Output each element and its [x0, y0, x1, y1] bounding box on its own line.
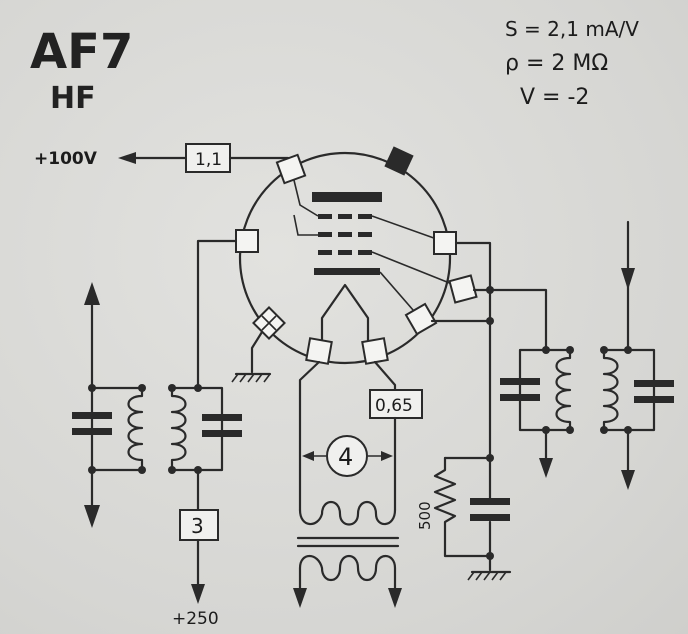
resistor-box-0-65 [369, 389, 423, 419]
coil-right-primary [555, 348, 572, 432]
cathode-capacitor-b [470, 514, 510, 521]
supply-plus100-label: +100V [34, 149, 98, 169]
spec-grid-voltage: V = -2 [520, 85, 589, 110]
heater-wire-left [298, 360, 321, 512]
tube-function: HF [50, 81, 96, 116]
suppressor-grid [318, 214, 372, 219]
transformer-core [296, 536, 400, 548]
resistor-500-label: 500 [416, 501, 434, 530]
arrow-down-icon-heater-a [293, 588, 307, 608]
pin-6 [361, 337, 389, 365]
capacitor-left2-b [202, 430, 242, 437]
resistor-box-3-label: 3 [191, 514, 204, 538]
pin-4 [448, 274, 478, 304]
resistor-box-3 [179, 509, 219, 541]
int-line-g2 [293, 214, 318, 236]
cathode-capacitor-a [470, 498, 510, 505]
cathode-wire [430, 319, 492, 460]
ground-icon-cathode [467, 570, 512, 581]
shield-wire [250, 330, 264, 374]
capacitor-right-b [500, 394, 540, 401]
heater-filament [320, 283, 370, 342]
heater-transformer-primary [298, 554, 397, 602]
arrow-down-icon-right2-in [621, 268, 635, 290]
pin-3 [433, 231, 457, 255]
heater-transformer-secondary [298, 500, 397, 526]
resistor-box-1-1-label: 1,1 [195, 150, 222, 170]
pin-shield-icon [252, 306, 286, 340]
anode-pin-wire [454, 241, 492, 323]
spec-resistance: ρ = 2 MΩ [505, 51, 608, 76]
capacitor-right2-b [634, 396, 674, 403]
cathode [314, 268, 380, 275]
pin-5 [404, 302, 438, 336]
anode-plate [312, 192, 382, 202]
heater-number-circle [326, 435, 368, 477]
cathode-resistor [433, 456, 492, 558]
pin-key-icon [384, 146, 414, 176]
tube-envelope [238, 151, 452, 365]
coil-left-secondary [170, 386, 187, 472]
supply-plus250-label: +250 [172, 609, 219, 629]
heater-number-label: 4 [338, 443, 353, 471]
screen-grid [318, 232, 372, 237]
coil-right-secondary [602, 348, 619, 432]
capacitor-left-b [72, 428, 112, 435]
tank-left-bus [90, 386, 144, 472]
ground-icon-left [231, 372, 272, 383]
pin-2 [235, 229, 259, 253]
grid-wire [196, 239, 238, 392]
spec-transconductance: S = 2,1 mA/V [505, 17, 639, 41]
tube-name: AF7 [30, 24, 133, 80]
arrow-down-icon-heater-b [388, 588, 402, 608]
arrow-down-icon-250 [191, 584, 205, 604]
tank-right-bus [518, 348, 572, 432]
coil-left-primary [127, 386, 144, 472]
capacitor-left2-a [202, 414, 242, 421]
pin-7 [305, 337, 333, 365]
int-line-anode [371, 215, 446, 243]
heater-wire-right-top [373, 360, 397, 392]
capacitor-right-a [500, 378, 540, 385]
int-line-grid [371, 251, 463, 289]
capacitor-right2-a [634, 380, 674, 387]
arrow-left-icon [118, 152, 136, 164]
arrow-up-icon [84, 282, 100, 305]
pin-1 [275, 153, 307, 185]
arrow-down-icon-right1 [539, 458, 553, 478]
arrow-down-icon-right2-out [621, 470, 635, 490]
capacitor-left-a [72, 412, 112, 419]
resistor-box-0-65-label: 0,65 [375, 396, 413, 416]
arrow-down-icon [84, 505, 100, 528]
anode-wire [472, 288, 548, 352]
tank-right2-bus [602, 348, 656, 432]
int-line-screen [291, 171, 319, 217]
control-grid [318, 250, 372, 255]
